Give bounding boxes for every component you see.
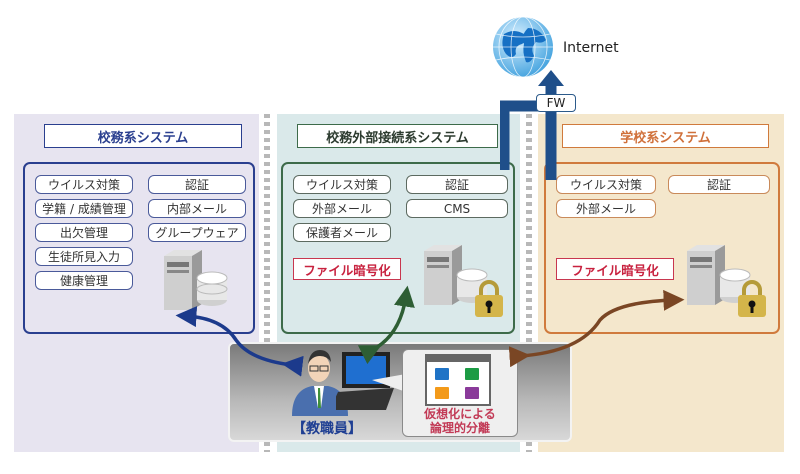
lock-icon <box>738 280 766 317</box>
service-item: 生徒所見入力 <box>35 247 133 266</box>
service-item: 認証 <box>406 175 508 194</box>
internet-label: Internet <box>563 40 619 56</box>
virtualization-callout: 仮想化による 論理的分離 <box>402 349 518 437</box>
zone-title: 校務外部接続系システム <box>297 124 498 148</box>
service-item: ウイルス対策 <box>35 175 133 194</box>
service-item: グループウェア <box>148 223 246 242</box>
service-panel: ウイルス対策 認証 外部メール ファイル暗号化 <box>544 162 780 334</box>
service-item: 外部メール <box>556 199 656 218</box>
virtualization-text-line2: 論理的分離 <box>429 421 490 435</box>
arrow-external-system <box>357 285 415 365</box>
service-item: 外部メール <box>293 199 391 218</box>
zone-title: 学校系システム <box>562 124 769 148</box>
zone-divider <box>526 114 532 452</box>
service-item: 認証 <box>148 175 246 194</box>
server-icon <box>164 250 228 310</box>
arrow-school-system <box>508 289 685 368</box>
virtualization-text-line1: 仮想化による <box>424 407 496 421</box>
service-item: 認証 <box>668 175 770 194</box>
service-item: CMS <box>406 199 508 218</box>
service-panel: ウイルス対策 認証 外部メール CMS 保護者メール ファイル暗号化 <box>281 162 515 334</box>
service-item: 出欠管理 <box>35 223 133 242</box>
file-encryption-label: ファイル暗号化 <box>556 258 674 280</box>
service-panel: ウイルス対策 認証 学籍 / 成績管理 内部メール 出欠管理 グループウェア 生… <box>23 162 255 334</box>
zone-title: 校務系システム <box>44 124 242 148</box>
service-item: ウイルス対策 <box>293 175 391 194</box>
service-item: 内部メール <box>148 199 246 218</box>
staff-label: 【教職員】 <box>292 421 362 437</box>
folder-icon-green <box>465 368 479 380</box>
teacher-icon <box>292 350 348 416</box>
zone-divider <box>264 114 270 452</box>
service-item: 健康管理 <box>35 271 133 290</box>
server-icon <box>687 245 751 305</box>
service-item: 学籍 / 成績管理 <box>35 199 133 218</box>
speech-pointer <box>372 374 406 392</box>
folder-icon-orange <box>435 387 449 399</box>
folder-icon-blue <box>435 368 449 380</box>
arrow-admin-system <box>175 306 304 377</box>
firewall-label: FW <box>536 94 576 112</box>
service-item: ウイルス対策 <box>556 175 656 194</box>
service-item: 保護者メール <box>293 223 391 242</box>
folder-icon-purple <box>465 387 479 399</box>
file-encryption-label: ファイル暗号化 <box>293 258 401 280</box>
server-icon <box>424 245 488 305</box>
lock-icon <box>475 280 503 317</box>
virtual-window-icon <box>425 354 491 406</box>
globe-icon <box>493 16 553 78</box>
